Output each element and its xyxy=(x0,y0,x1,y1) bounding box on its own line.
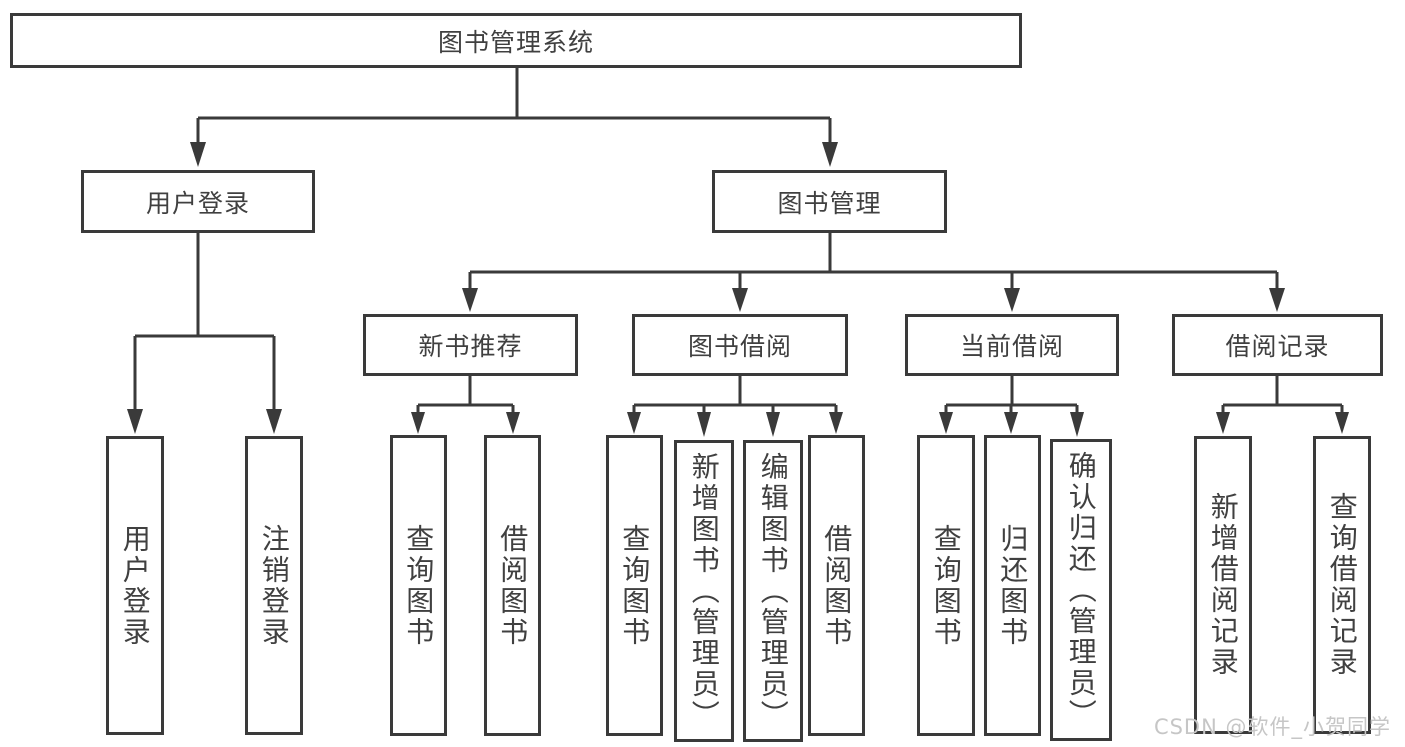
leaf-user-login: 用户登录 xyxy=(106,436,164,735)
node-current-borrow-label: 当前借阅 xyxy=(959,332,1064,361)
leaf-user-login-label: 用户登录 xyxy=(118,523,152,648)
leaf-edit-books-admin: 编辑图书（管理员） xyxy=(743,440,803,742)
node-book-management-label: 图书管理 xyxy=(777,188,882,218)
leaf-borrow-books-1: 借阅图书 xyxy=(484,435,541,736)
leaf-confirm-return-admin: 确认归还（管理员） xyxy=(1050,439,1112,741)
node-book-borrow: 图书借阅 xyxy=(632,314,848,376)
leaf-query-books-2-label: 查询图书 xyxy=(618,523,652,648)
leaf-query-borrow-record-label: 查询借阅记录 xyxy=(1325,492,1359,678)
leaf-query-books-3: 查询图书 xyxy=(917,435,975,736)
leaf-add-borrow-record-label: 新增借阅记录 xyxy=(1206,492,1240,678)
node-root-label: 图书管理系统 xyxy=(437,27,594,57)
leaf-edit-books-admin-label: 编辑图书（管理员） xyxy=(756,451,790,731)
leaf-borrow-books-2-label: 借阅图书 xyxy=(820,523,854,648)
leaf-query-borrow-record: 查询借阅记录 xyxy=(1313,436,1371,734)
leaf-add-books-admin: 新增图书（管理员） xyxy=(674,440,734,742)
leaf-logout: 注销登录 xyxy=(245,436,303,735)
leaf-query-books-1-label: 查询图书 xyxy=(402,523,436,648)
leaf-query-books-1: 查询图书 xyxy=(390,435,447,736)
node-borrow-records: 借阅记录 xyxy=(1172,314,1383,376)
leaf-return-books: 归还图书 xyxy=(984,435,1041,736)
node-root: 图书管理系统 xyxy=(10,13,1022,68)
node-borrow-records-label: 借阅记录 xyxy=(1225,332,1330,361)
leaf-confirm-return-admin-label: 确认归还（管理员） xyxy=(1064,450,1098,730)
node-current-borrow: 当前借阅 xyxy=(905,314,1119,376)
leaf-add-books-admin-label: 新增图书（管理员） xyxy=(687,451,721,731)
node-new-book-recommend: 新书推荐 xyxy=(363,314,578,376)
leaf-borrow-books-2: 借阅图书 xyxy=(808,435,865,736)
leaf-return-books-label: 归还图书 xyxy=(996,523,1030,648)
leaf-borrow-books-1-label: 借阅图书 xyxy=(496,523,530,648)
node-user-login-label: 用户登录 xyxy=(145,188,250,218)
watermark: CSDN @软件_小贺同学 xyxy=(1153,715,1391,739)
leaf-query-books-2: 查询图书 xyxy=(606,435,663,736)
node-new-book-recommend-label: 新书推荐 xyxy=(418,332,523,361)
leaf-query-books-3-label: 查询图书 xyxy=(929,523,963,648)
leaf-add-borrow-record: 新增借阅记录 xyxy=(1194,436,1252,734)
node-book-borrow-label: 图书借阅 xyxy=(687,332,792,361)
leaf-logout-label: 注销登录 xyxy=(257,523,291,648)
node-user-login: 用户登录 xyxy=(81,170,315,233)
node-book-management: 图书管理 xyxy=(712,170,947,233)
